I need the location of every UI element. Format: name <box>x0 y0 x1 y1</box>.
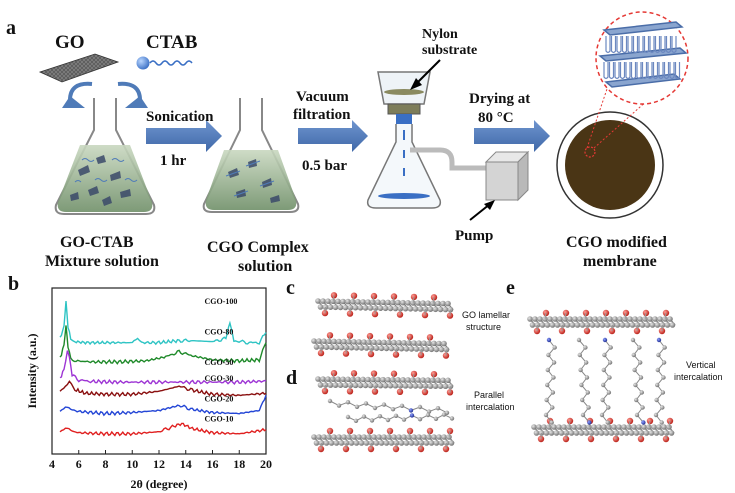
go-label: GO <box>55 32 85 53</box>
parallel-intercalation-structure <box>311 369 455 453</box>
ctab-label: CTAB <box>146 32 198 53</box>
e-label-line2: intercalation <box>674 372 723 382</box>
xrd-series-label: CGO-80 <box>204 328 233 337</box>
nylon-label: Nylon <box>422 27 458 42</box>
xrd-plot-frame <box>51 287 267 455</box>
d-label-line1: Parallel <box>474 390 504 400</box>
vacuum-filtration-arrow <box>298 120 368 152</box>
xrd-series-line <box>59 325 267 365</box>
pump-box <box>484 150 530 202</box>
nylon-pointer-arrow-icon <box>410 59 441 90</box>
membrane-caption-line2: membrane <box>583 253 657 270</box>
sonication-label: Sonication <box>146 109 214 125</box>
drying-label: Drying at <box>469 91 530 107</box>
xrd-series-label: CGO-10 <box>204 415 233 424</box>
xrd-series-line <box>59 395 267 417</box>
xrd-series-line <box>59 301 267 346</box>
membrane-zoom-inset <box>595 11 689 105</box>
xrd-series-label: CGO-50 <box>204 358 233 367</box>
xrd-x-tick-label: 20 <box>260 457 272 471</box>
xrd-chart: 4 6 8 10 12 14 16 18 20 CGO-100CGO-80CGO-50CGO-3… <box>25 287 272 491</box>
flask2-caption-line1: CGO Complex <box>207 239 309 256</box>
go-lamellar-structure <box>311 292 454 359</box>
panel-label-d: d <box>286 367 297 389</box>
xrd-x-tick-label: 8 <box>103 457 109 471</box>
curved-arrow-left-icon <box>62 81 93 108</box>
xrd-x-tick-label: 18 <box>233 457 245 471</box>
xrd-series-label: CGO-30 <box>204 374 233 383</box>
xrd-y-axis-label: Intensity (a.u.) <box>25 333 39 408</box>
xrd-x-tick-label: 6 <box>76 457 82 471</box>
xrd-x-tick-label: 4 <box>49 457 55 471</box>
cgo-membrane <box>556 65 687 219</box>
substrate-label: substrate <box>422 43 477 58</box>
xrd-x-axis-label: 2θ (degree) <box>130 477 187 491</box>
xrd-x-tick-label: 12 <box>153 457 165 471</box>
vertical-intercalation-structure <box>527 309 676 443</box>
drying-arrow <box>474 120 550 152</box>
d-label-line2: intercalation <box>466 402 515 412</box>
panel-label-c: c <box>286 277 295 299</box>
filtration-label: filtration <box>293 107 351 123</box>
vacuum-label: Vacuum <box>296 89 349 105</box>
xrd-series-line <box>59 422 267 437</box>
flask1-caption-line2: Mixture solution <box>45 253 159 270</box>
sonication-time: 1 hr <box>160 153 187 169</box>
pump-pointer-arrow-icon <box>469 200 495 221</box>
e-label-line1: Vertical <box>686 360 716 370</box>
xrd-series-line <box>59 350 267 385</box>
drying-temp: 80 °C <box>478 110 514 126</box>
flask2-caption-line2: solution <box>238 258 292 275</box>
ctab-molecule-icon <box>136 56 193 70</box>
curved-arrow-right-icon <box>117 81 148 108</box>
xrd-x-tick-label: 10 <box>126 457 138 471</box>
xrd-x-tick-label: 16 <box>207 457 219 471</box>
xrd-x-tick-label: 14 <box>180 457 192 471</box>
xrd-series-label: CGO-100 <box>204 297 237 306</box>
flask-go-ctab <box>54 98 156 215</box>
filtration-apparatus <box>366 71 486 209</box>
flask-cgo-complex <box>202 98 300 213</box>
flask1-caption-line1: GO-CTAB <box>60 234 134 251</box>
panel-label-b: b <box>8 273 19 295</box>
go-sheet-icon <box>38 53 120 83</box>
c-label-line1: GO lamellar <box>462 310 510 320</box>
sonication-arrow <box>146 120 222 152</box>
pump-label: Pump <box>455 228 493 244</box>
pressure-label: 0.5 bar <box>302 158 347 174</box>
panel-label-a: a <box>6 17 16 39</box>
membrane-caption-line1: CGO modified <box>566 234 667 251</box>
panel-label-e: e <box>506 277 515 299</box>
xrd-series-line <box>59 380 267 398</box>
c-label-line2: structure <box>466 322 501 332</box>
xrd-series-label: CGO-20 <box>204 394 233 403</box>
